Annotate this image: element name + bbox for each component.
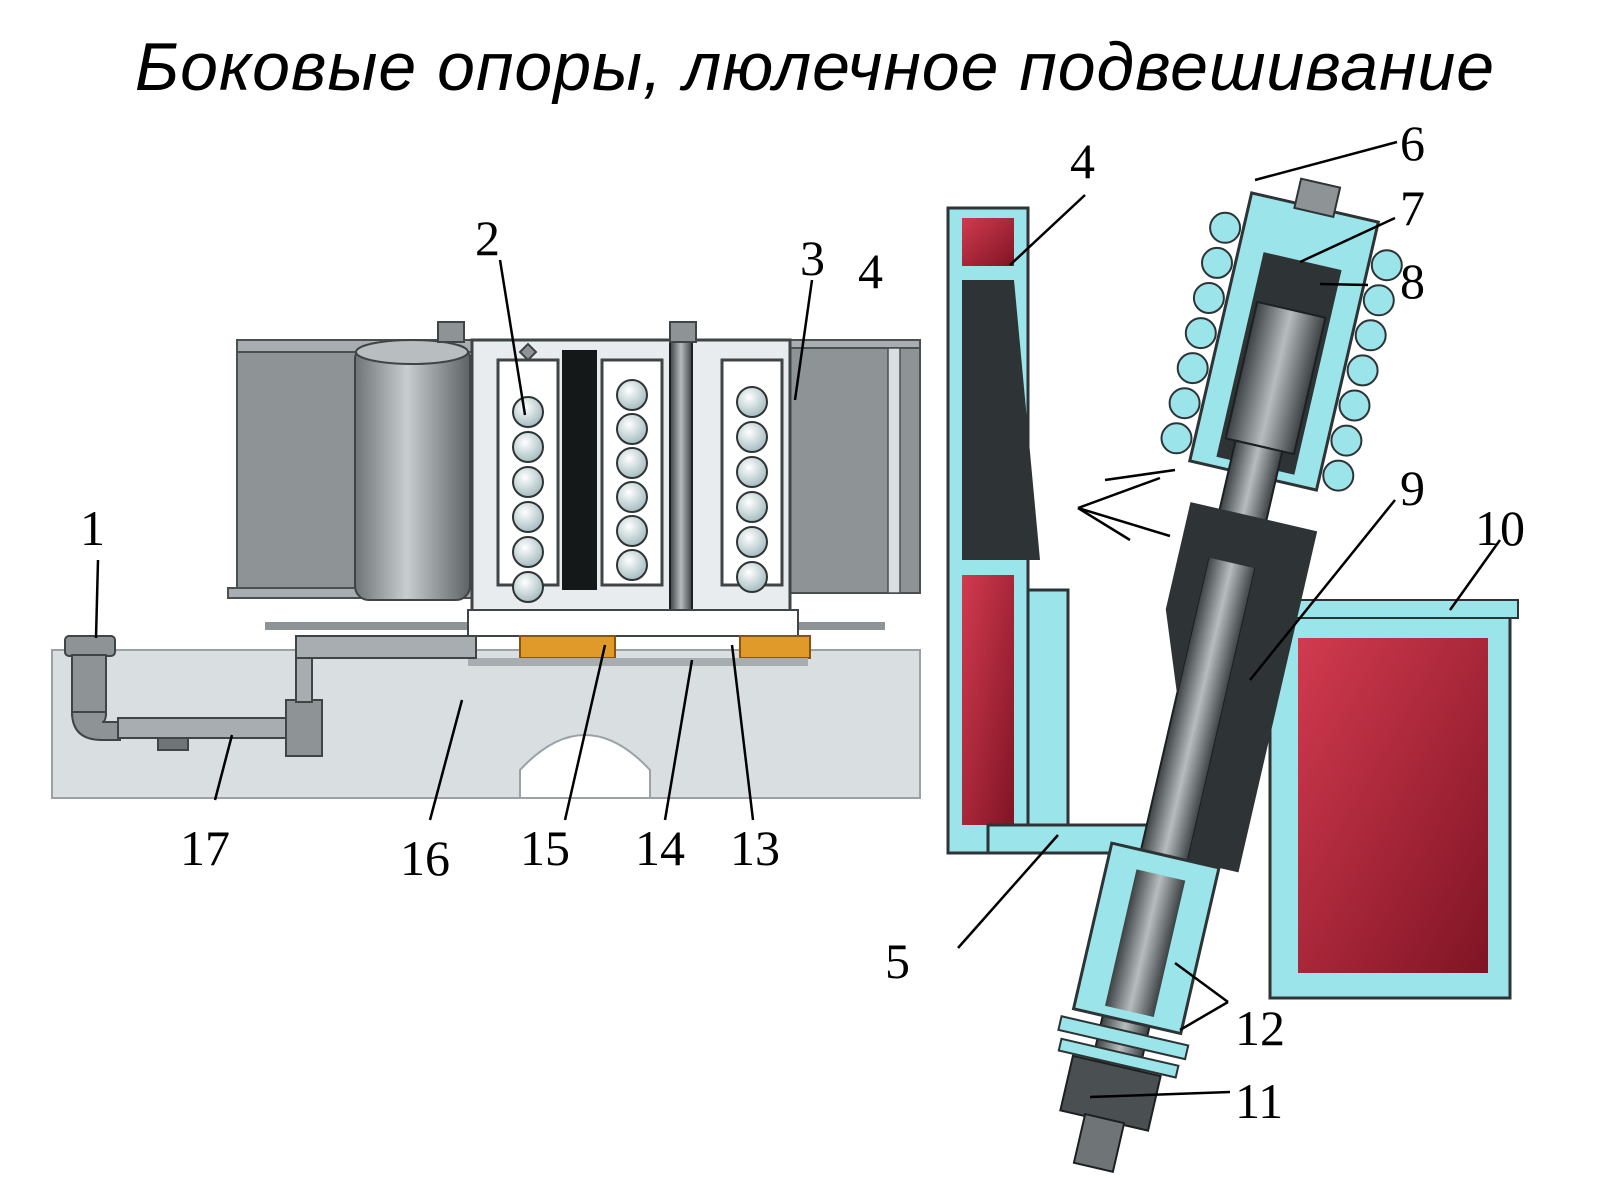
hanger-spring-coil: [1176, 352, 1209, 385]
spring-coil: [736, 456, 768, 488]
label-8: 8: [1400, 253, 1425, 309]
spring-coil: [512, 466, 544, 498]
label-13: 13: [730, 820, 780, 876]
label-11: 11: [1235, 1073, 1283, 1129]
cylinder: [354, 344, 471, 601]
friction-insert-1: [519, 635, 616, 659]
spring-coil: [736, 386, 768, 418]
lower-bushing-inner: [1105, 869, 1186, 1018]
hanger-spring-coil: [1338, 389, 1371, 422]
hanger-spring-coil: [1209, 211, 1242, 244]
bolt-top-2: [669, 321, 697, 343]
spring-coil: [736, 421, 768, 453]
spring-coil: [736, 526, 768, 558]
label-3: 3: [800, 230, 825, 286]
spring-coil: [616, 379, 648, 411]
spring-coil: [512, 536, 544, 568]
spring-coils-left: [512, 396, 544, 603]
frame-arch: [519, 734, 651, 799]
center-dark-block: [562, 350, 597, 590]
bolster-box-red: [1298, 638, 1488, 973]
diagram-title: Боковые опоры, люлечное подвешивание: [134, 29, 1496, 105]
spring-coils-middle: [616, 379, 648, 581]
hanger-spring-coil: [1354, 319, 1387, 352]
frame-column-red-top: [962, 218, 1014, 266]
bolster-left: [236, 347, 368, 594]
cap-nut: [1293, 177, 1342, 219]
cylinder-top: [355, 339, 469, 365]
spring-coil: [616, 447, 648, 479]
spring-coil: [512, 431, 544, 463]
hanger-spring-coil: [1192, 282, 1225, 314]
label-15: 15: [520, 820, 570, 876]
washer-upper: [1057, 1015, 1190, 1061]
hanger-spring-coil: [1168, 387, 1201, 420]
label-7: 7: [1400, 180, 1425, 236]
label-14: 14: [635, 820, 685, 876]
label-5: 5: [885, 933, 910, 989]
spring-coil: [512, 396, 544, 428]
spring-coil: [616, 481, 648, 513]
part-labels: 1 2 3 4 4 5 6 7 8 9 10 11 12 13 14 15 16…: [80, 115, 1525, 1129]
hanger-spring-coil: [1370, 249, 1403, 282]
wedge: [1165, 502, 1318, 873]
spring-coil: [616, 413, 648, 445]
label-4-left: 4: [858, 243, 883, 299]
spring-coil: [512, 501, 544, 533]
label-12: 12: [1235, 1000, 1285, 1056]
hanger-spring-coil: [1160, 422, 1193, 455]
friction-insert-2: [739, 635, 811, 659]
hanger-spring-coil: [1184, 317, 1217, 350]
label-4-right: 4: [1070, 133, 1095, 189]
bolster-right-web: [887, 347, 901, 594]
label-10: 10: [1475, 500, 1525, 556]
label-9: 9: [1400, 460, 1425, 516]
label-6: 6: [1400, 115, 1425, 171]
spring-coil: [616, 515, 648, 547]
bolt-top-1: [437, 321, 465, 343]
label-17: 17: [180, 820, 230, 876]
rod-end: [1072, 1112, 1126, 1173]
hanger-spring-coil: [1330, 424, 1363, 457]
frame-column-red-bottom: [962, 575, 1014, 825]
spring-coil: [616, 549, 648, 581]
label-2: 2: [475, 210, 500, 266]
hanger-spring-coil: [1346, 354, 1379, 387]
label-1: 1: [80, 500, 105, 556]
spring-coil: [512, 571, 544, 603]
leader-lines: [94, 140, 1502, 1099]
spring-coils-right: [736, 386, 768, 593]
hanger-group: [1057, 177, 1381, 1173]
housing-bottom: [467, 609, 799, 637]
hanger-spring-coil: [1362, 284, 1395, 317]
hanger-spring-coil: [1322, 459, 1355, 492]
side-bearing-assembly: [51, 321, 921, 799]
frame-column-dark: [962, 280, 1040, 560]
lubrication-pipe: [64, 635, 477, 757]
bracket-5: [1026, 588, 1070, 855]
washer-lower: [1057, 1037, 1180, 1079]
hanger-spring-coil: [1201, 246, 1233, 279]
spring-coil: [736, 561, 768, 593]
spring-coil: [736, 491, 768, 523]
hanger-spring-coils: [1160, 211, 1403, 492]
slider-plate: [468, 658, 808, 666]
center-rod: [669, 329, 693, 621]
label-16: 16: [400, 830, 450, 886]
cradle-suspension-assembly: [946, 177, 1519, 1173]
